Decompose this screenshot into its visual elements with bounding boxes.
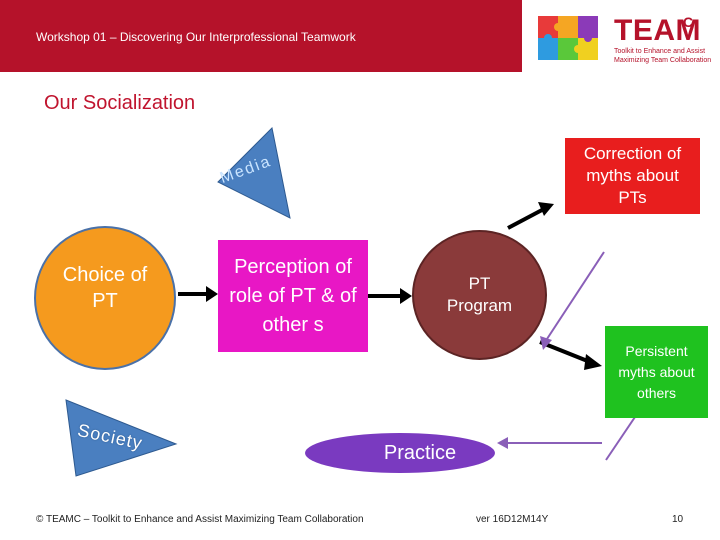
pt-program-node: PT Program — [412, 230, 547, 360]
choice-of-pt-label: Choice of PT — [62, 264, 148, 312]
arrow-perception-to-program-head — [400, 288, 412, 304]
practice-label: Practice — [383, 441, 457, 464]
perception-label: Perception of role of PT & of other s — [229, 255, 357, 336]
header-title: Workshop 01 – Discovering Our Interprofe… — [36, 30, 356, 44]
logo-superscript: C — [683, 14, 694, 30]
purple-arrow-to-program-head — [540, 336, 552, 350]
persistent-node: Persistent myths about others — [605, 326, 708, 418]
media-label-wrap: Media — [217, 152, 278, 196]
society-label: Society — [75, 420, 145, 454]
page-number: 10 — [672, 514, 684, 525]
arrow-program-to-correction-head — [538, 202, 554, 216]
persistent-label: Persistent myths about others — [618, 342, 695, 401]
choice-of-pt-node: Choice of PT — [34, 226, 176, 370]
logo-tagline: Toolkit to Enhance and Assist Maximizing… — [614, 48, 712, 64]
pt-program-label: PT Program — [446, 274, 513, 315]
logo-text: TEAM — [614, 14, 701, 47]
footer — [24, 500, 708, 540]
header-bar — [0, 0, 522, 72]
arrow-program-to-persistent — [539, 340, 591, 364]
arrow-program-to-persistent-head — [584, 354, 602, 370]
correction-label: Correction of myths about PTs — [583, 144, 682, 207]
arrow-program-to-correction — [507, 208, 543, 230]
arrow-choice-to-perception-head — [206, 286, 218, 302]
practice-node: Practice — [305, 433, 495, 473]
media-triangle — [217, 126, 291, 219]
correction-node: Correction of myths about PTs — [565, 138, 700, 214]
society-label-wrap: Society — [76, 418, 166, 458]
slide-title: Our Socialization — [44, 92, 196, 114]
society-triangle — [65, 399, 178, 477]
perception-node: Perception of role of PT & of other s — [218, 240, 368, 352]
media-label: Media — [217, 152, 275, 188]
footer-version: ver 16D12M14Y — [476, 514, 549, 525]
purple-arrow-to-practice-head — [497, 437, 508, 449]
purple-arrow-to-program — [544, 251, 605, 343]
puzzle-logo-icon — [538, 16, 598, 60]
footer-copyright: © TEAMC – Toolkit to Enhance and Assist … — [36, 514, 364, 525]
